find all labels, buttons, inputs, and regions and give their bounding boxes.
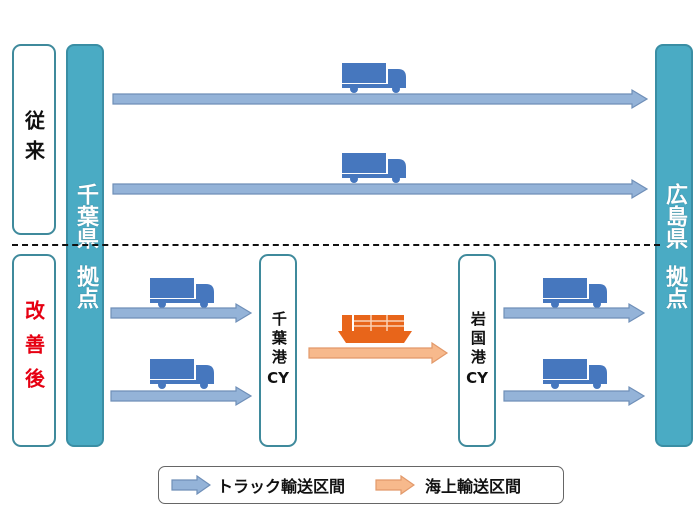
- destination-label: 広島県: [662, 182, 687, 249]
- truck-route-arrow: [112, 88, 649, 110]
- before-label-box: 従来: [12, 44, 56, 235]
- truck-route-arrow: [503, 385, 646, 407]
- sea-route-arrow: [308, 341, 449, 365]
- dest-port-cy: CY: [466, 369, 488, 388]
- dest-port-box: 岩国港 CY: [458, 254, 496, 447]
- truck-route-arrow: [110, 302, 253, 324]
- after-label: 改善後: [21, 299, 46, 402]
- legend-truck-arrow-icon: [171, 475, 211, 495]
- origin-port-cy: CY: [267, 369, 289, 388]
- legend-sea-arrow-icon: [375, 475, 416, 495]
- after-label-box: 改善後: [12, 254, 56, 447]
- destination-sub-label: 拠点: [662, 264, 687, 309]
- origin-port-label: 千葉港: [269, 311, 288, 369]
- destination-pillar-hiroshima: 広島県 拠点: [655, 44, 693, 447]
- section-divider: [12, 244, 660, 246]
- legend-truck-label: トラック輸送区間: [217, 477, 346, 496]
- dest-port-label: 岩国港: [468, 311, 487, 369]
- origin-sub-label: 拠点: [73, 264, 98, 309]
- container-ship-icon: [338, 313, 412, 343]
- truck-route-arrow: [112, 178, 649, 200]
- truck-route-arrow: [110, 385, 253, 407]
- legend-sea-label: 海上輸送区間: [425, 477, 522, 496]
- before-label: 従来: [21, 109, 46, 170]
- origin-port-box: 千葉港 CY: [259, 254, 297, 447]
- legend: トラック輸送区間 海上輸送区間: [158, 466, 564, 504]
- truck-icon: [150, 359, 214, 389]
- truck-icon: [543, 359, 607, 389]
- truck-route-arrow: [503, 302, 646, 324]
- origin-label: 千葉県: [73, 182, 98, 249]
